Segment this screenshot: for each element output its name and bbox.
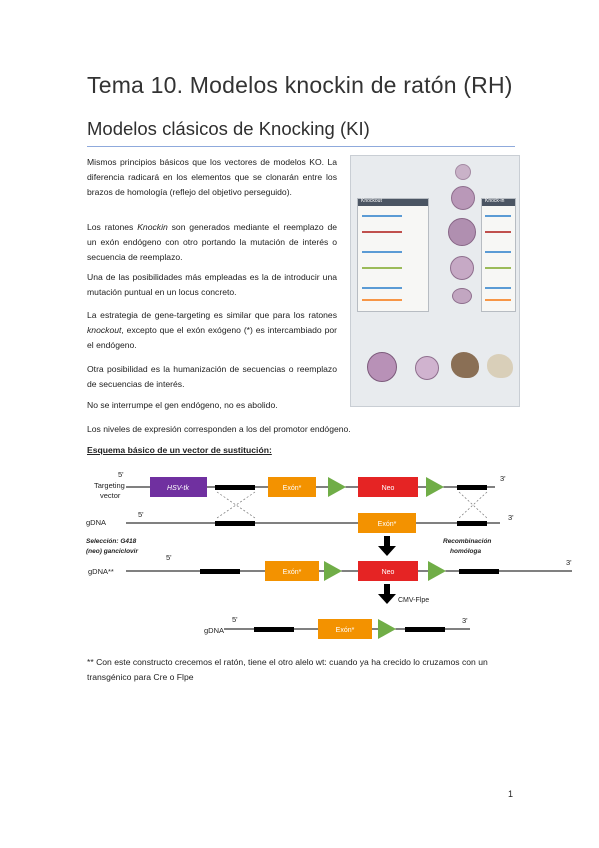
five-prime-label-1: 5' [118, 470, 124, 479]
frt-site-3 [324, 561, 342, 581]
knockout-panel-label: Knockout [361, 198, 382, 204]
exon-label-4: Exón* [336, 627, 355, 634]
crossover-right [458, 491, 488, 519]
hsv-tk-label: HSV-tk [167, 485, 189, 492]
chimeric-mouse-image [451, 352, 479, 378]
paragraph-4: La estrategia de gene-targeting es simil… [87, 310, 337, 350]
five-prime-label-2: 5' [138, 510, 144, 519]
gdna-arm-right [457, 521, 487, 526]
neo-box-1 [358, 477, 418, 497]
exon-box-2 [358, 513, 416, 533]
hsv-tk-box [150, 477, 207, 497]
knockout-panel: Knockout [357, 198, 429, 312]
paragraph-7: Los niveles de expresión corresponden a … [87, 424, 351, 434]
selection-label: Selección: G418(neo) ganciclovir [86, 538, 138, 555]
embryo-image [415, 356, 439, 380]
embryonic-stem-cell-image [455, 164, 471, 180]
cmv-flpe-label: CMV-Flpe [398, 597, 429, 604]
diagram-heading: Esquema básico de un vector de sustituci… [87, 445, 272, 455]
exon-box-4 [318, 619, 372, 639]
page-title: Tema 10. Modelos knockin de ratón (RH) [87, 72, 513, 98]
frt-site-5 [378, 619, 396, 639]
three-prime-label-2: 3' [508, 513, 514, 522]
cell-cluster-image [451, 186, 475, 210]
drug-selection-image [452, 288, 472, 304]
frt-site-1 [328, 477, 346, 497]
frt-site-2 [426, 477, 444, 497]
gdna3-arm-right [405, 627, 445, 632]
exon-box-1 [268, 477, 316, 497]
exon-box-3 [265, 561, 319, 581]
homology-arm-right [457, 485, 487, 490]
neo-label-2: Neo [382, 569, 395, 576]
exon-label-2: Exón* [378, 521, 397, 528]
gdna2-arm-left [200, 569, 240, 574]
paragraph-1: Mismos principios básicos que los vector… [87, 157, 337, 197]
injected-blastocyst-image [367, 352, 397, 382]
selected-cells-image [450, 256, 474, 280]
gdna2-arm-right [459, 569, 499, 574]
paragraph-2: Los ratones Knockin son generados median… [87, 222, 337, 262]
frt-site-4 [428, 561, 446, 581]
exon-label-1: Exón* [283, 485, 302, 492]
offspring-mouse-image [487, 354, 513, 378]
gdna3-arm-left [254, 627, 294, 632]
paragraph-5: Otra posibilidad es la humanización de s… [87, 364, 337, 389]
gdna-arm-left [215, 521, 255, 526]
crossover-left [216, 491, 256, 519]
arrow-down-2 [378, 584, 396, 604]
gdna-double-star-label: gDNA** [88, 567, 114, 576]
neo-label-1: Neo [382, 485, 395, 492]
gdna-final-label: gDNA [204, 626, 224, 635]
three-prime-label-4: 3' [462, 616, 468, 625]
blastocyst-image [448, 218, 476, 246]
five-prime-label-4: 5' [232, 615, 238, 624]
homology-arm-left [215, 485, 255, 490]
knockin-panel-label: Knock-in [485, 198, 505, 204]
section-heading: Modelos clásicos de Knocking (KI) [87, 118, 370, 139]
arrow-down-1 [378, 536, 396, 556]
heading-underline [87, 146, 515, 147]
five-prime-label-3: 5' [166, 553, 172, 562]
knockin-illustration: Knockout Knock-in [350, 155, 520, 407]
page-number: 1 [508, 789, 514, 799]
footnote: ** Con este constructo crecemos el ratón… [87, 657, 488, 682]
paragraph-3: Una de las posibilidades más empleadas e… [87, 272, 337, 297]
three-prime-label-1: 3' [500, 474, 506, 483]
paragraph-6: No se interrumpe el gen endógeno, no es … [87, 400, 278, 410]
three-prime-label-3: 3' [566, 558, 572, 567]
neo-box-2 [358, 561, 418, 581]
exon-label-3: Exón* [283, 569, 302, 576]
knockin-panel: Knock-in [481, 198, 516, 312]
gdna-label: gDNA [86, 518, 106, 527]
